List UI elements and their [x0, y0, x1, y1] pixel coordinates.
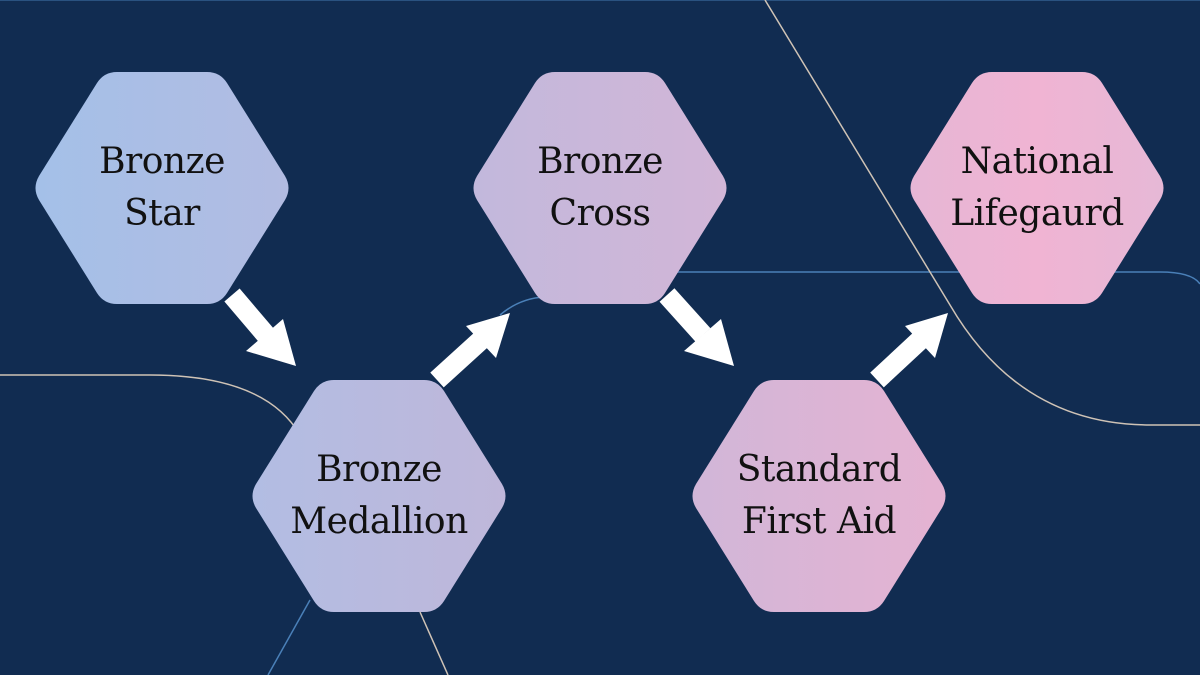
hexagon-shape — [910, 72, 1164, 304]
arrow-star-to-medallion — [224, 288, 296, 366]
decor-line-right-tan — [764, 0, 1200, 426]
arrow-medallion-to-cross — [430, 313, 510, 388]
node-label: National Lifegaurd — [950, 141, 1124, 234]
node-bronze-medallion: Bronze Medallion — [249, 380, 509, 612]
decor-line-right-blue — [675, 271, 1200, 285]
hexagon-shape — [473, 72, 727, 304]
decor-line-left-curve — [0, 374, 301, 436]
hexagon-shape — [692, 380, 946, 612]
node-national-lifeguard: National Lifegaurd — [907, 72, 1167, 304]
node-label: Bronze Medallion — [290, 449, 468, 542]
hexagon-shape — [252, 380, 506, 612]
node-standard-first-aid: Standard First Aid — [689, 380, 949, 612]
node-label: Bronze Cross — [537, 141, 663, 234]
node-bronze-star: Bronze Star — [32, 72, 292, 304]
node-label: Standard First Aid — [736, 449, 902, 542]
node-label: Bronze Star — [99, 141, 225, 234]
node-bronze-cross: Bronze Cross — [470, 72, 730, 304]
arrow-cross-to-firstaid — [659, 288, 734, 366]
decor-line-bottom-left-blue — [267, 599, 311, 675]
decor-line-bottom-tan — [419, 611, 449, 675]
arrow-firstaid-to-lifeguard — [870, 313, 948, 388]
hexagon-shape — [35, 72, 289, 304]
